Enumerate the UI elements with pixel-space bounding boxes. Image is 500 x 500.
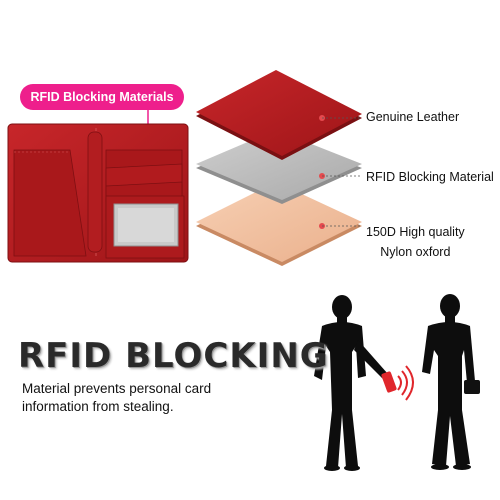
material-layers [196, 70, 362, 266]
rfid-materials-callout: RFID Blocking Materials [20, 84, 184, 110]
person-silhouette-left [314, 295, 388, 471]
rfid-reader-signal [381, 365, 414, 401]
passport-wallet-image [7, 123, 189, 263]
label-nylon-text: 150D High quality Nylon oxford [366, 225, 465, 259]
label-rfid-blocking-material: RFID Blocking Material [366, 170, 494, 184]
headline-title: RFID BLOCKING [18, 336, 329, 376]
headline-subtitle: Material prevents personal card informat… [22, 381, 212, 414]
label-nylon-oxford: 150D High quality Nylon oxford [366, 222, 465, 262]
label-connectors [319, 115, 362, 229]
person-silhouette-right [422, 294, 480, 470]
label-genuine-leather: Genuine Leather [366, 110, 460, 124]
